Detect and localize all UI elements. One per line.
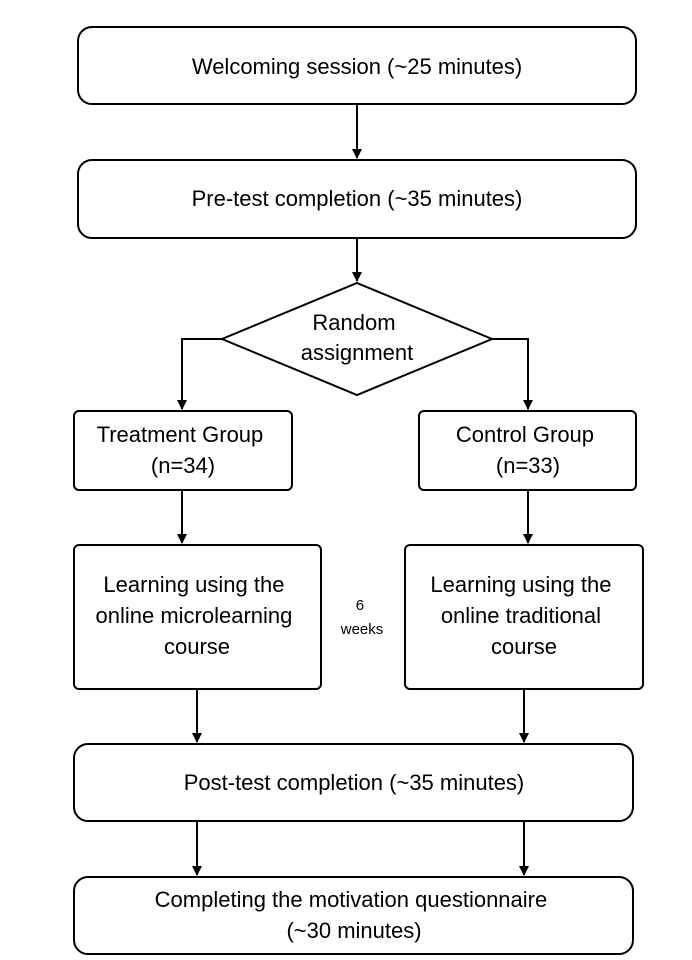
- edge-random-to-control: [492, 338, 533, 410]
- node-control-group: Control Group (n=33): [418, 410, 637, 491]
- node-learning-microlearning: Learning using the online microlearning …: [73, 544, 322, 690]
- node-pretest-text: Pre-test completion (~35 minutes): [192, 186, 523, 211]
- edge-random-to-treatment: [177, 338, 222, 410]
- node-random-text: Random assignment: [301, 310, 414, 365]
- node-treatment-group: Treatment Group (n=34): [73, 410, 293, 491]
- node-treatment-text: Treatment Group (n=34): [97, 422, 270, 478]
- node-welcome-text: Welcoming session (~25 minutes): [192, 54, 522, 79]
- node-pretest: Pre-test completion (~35 minutes): [77, 159, 637, 239]
- node-posttest-text: Post-test completion (~35 minutes): [184, 770, 525, 795]
- node-posttest: Post-test completion (~35 minutes): [73, 743, 634, 822]
- duration-label: 6 weeks: [340, 597, 384, 638]
- node-questionnaire-text: Completing the motivation questionnaire …: [155, 887, 554, 943]
- node-welcome: Welcoming session (~25 minutes): [77, 26, 637, 105]
- node-questionnaire: Completing the motivation questionnaire …: [73, 876, 634, 955]
- node-learning-traditional: Learning using the online traditional co…: [404, 544, 644, 690]
- node-learn-micro-text: Learning using the online microlearning …: [95, 572, 298, 659]
- node-control-text: Control Group (n=33): [456, 422, 600, 478]
- node-learn-trad-text: Learning using the online traditional co…: [430, 572, 617, 659]
- node-random-decision: Random assignment: [219, 281, 495, 397]
- edges: [177, 104, 533, 876]
